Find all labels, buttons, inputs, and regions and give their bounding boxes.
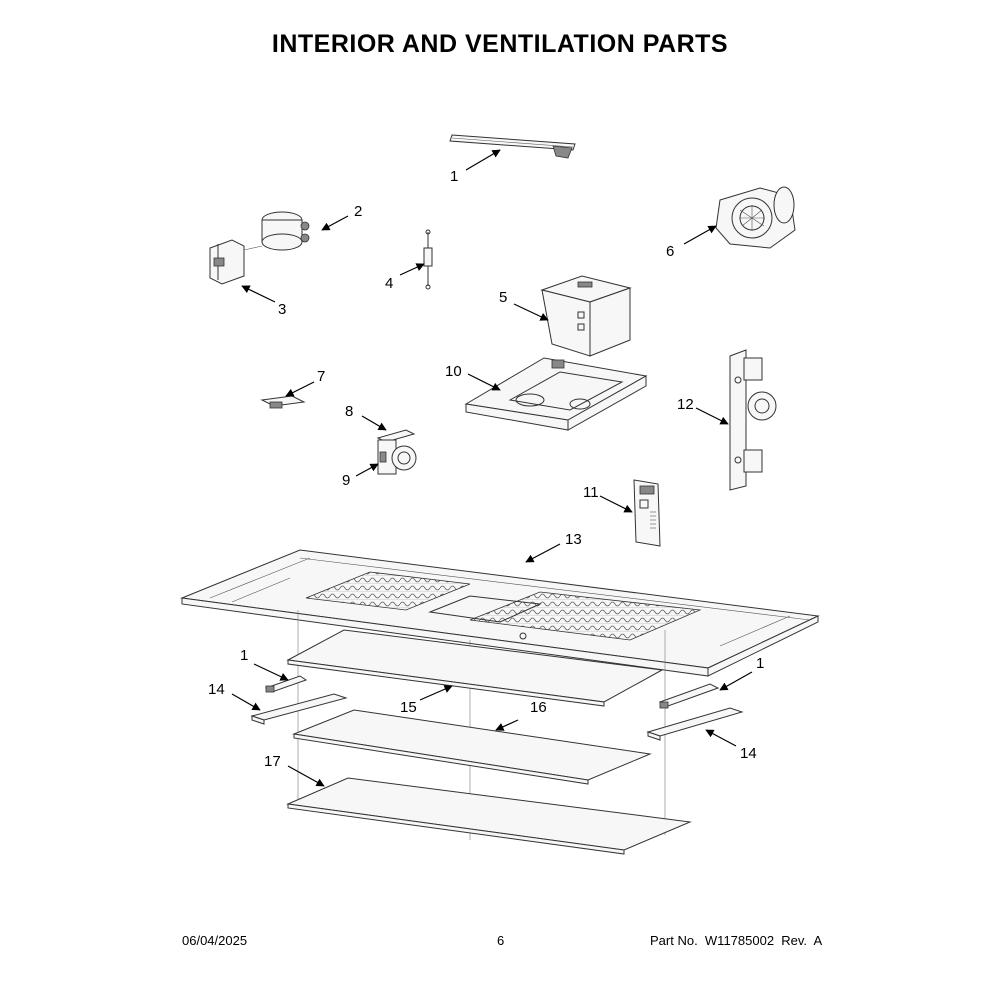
callout-8: 8 <box>345 403 353 420</box>
callout-11: 11 <box>583 484 599 501</box>
page-title: INTERIOR AND VENTILATION PARTS <box>271 30 729 58</box>
leader-lines <box>231 149 753 787</box>
part-16-panel <box>292 709 652 785</box>
part-7-switch <box>260 395 306 409</box>
callout-14-left: 14 <box>208 681 225 698</box>
callout-16: 16 <box>530 699 547 716</box>
callout-labels: 1 2 3 4 5 6 7 8 9 10 11 12 13 1 14 15 16… <box>208 168 764 770</box>
callout-9: 9 <box>342 472 350 489</box>
part-14-right-filter <box>646 707 744 741</box>
part-5-transformer <box>540 275 632 357</box>
callout-1-top: 1 <box>450 168 458 185</box>
callout-13: 13 <box>565 531 582 548</box>
part-10-mounting-plate <box>464 357 648 431</box>
callout-14-right: 14 <box>740 745 757 762</box>
part-3-capacitor-bracket <box>209 239 263 285</box>
part-14-left-filter <box>250 693 348 725</box>
part-1-right-bracket <box>658 683 720 709</box>
callout-12: 12 <box>677 396 694 413</box>
part-6-blower-motor <box>715 186 796 249</box>
callout-4: 4 <box>385 275 393 292</box>
part-2-capacitor <box>261 211 310 251</box>
callout-5: 5 <box>499 289 507 306</box>
callout-15: 15 <box>400 699 417 716</box>
callout-17: 17 <box>264 753 281 770</box>
callout-6: 6 <box>666 243 674 260</box>
part-4-diode <box>423 229 433 290</box>
callout-7: 7 <box>317 368 325 385</box>
part-15-panel <box>286 629 664 707</box>
callout-2: 2 <box>354 203 362 220</box>
callout-1-right: 1 <box>756 655 764 672</box>
part-11-control-board <box>633 479 661 547</box>
callout-10: 10 <box>445 363 462 380</box>
part-17-panel <box>286 777 692 855</box>
footer-date: 06/04/2025 <box>182 933 248 948</box>
callout-3: 3 <box>278 301 286 318</box>
part-8-9-motor-assembly <box>376 429 417 475</box>
callout-1-left: 1 <box>240 647 248 664</box>
part-13-base-panel <box>180 549 820 677</box>
footer-page-number: 6 <box>497 933 505 948</box>
part-1-top-bracket <box>449 134 576 159</box>
footer-part-number: Part No. W11785002 Rev. A <box>650 933 823 948</box>
part-12-latch-assembly <box>729 349 777 491</box>
